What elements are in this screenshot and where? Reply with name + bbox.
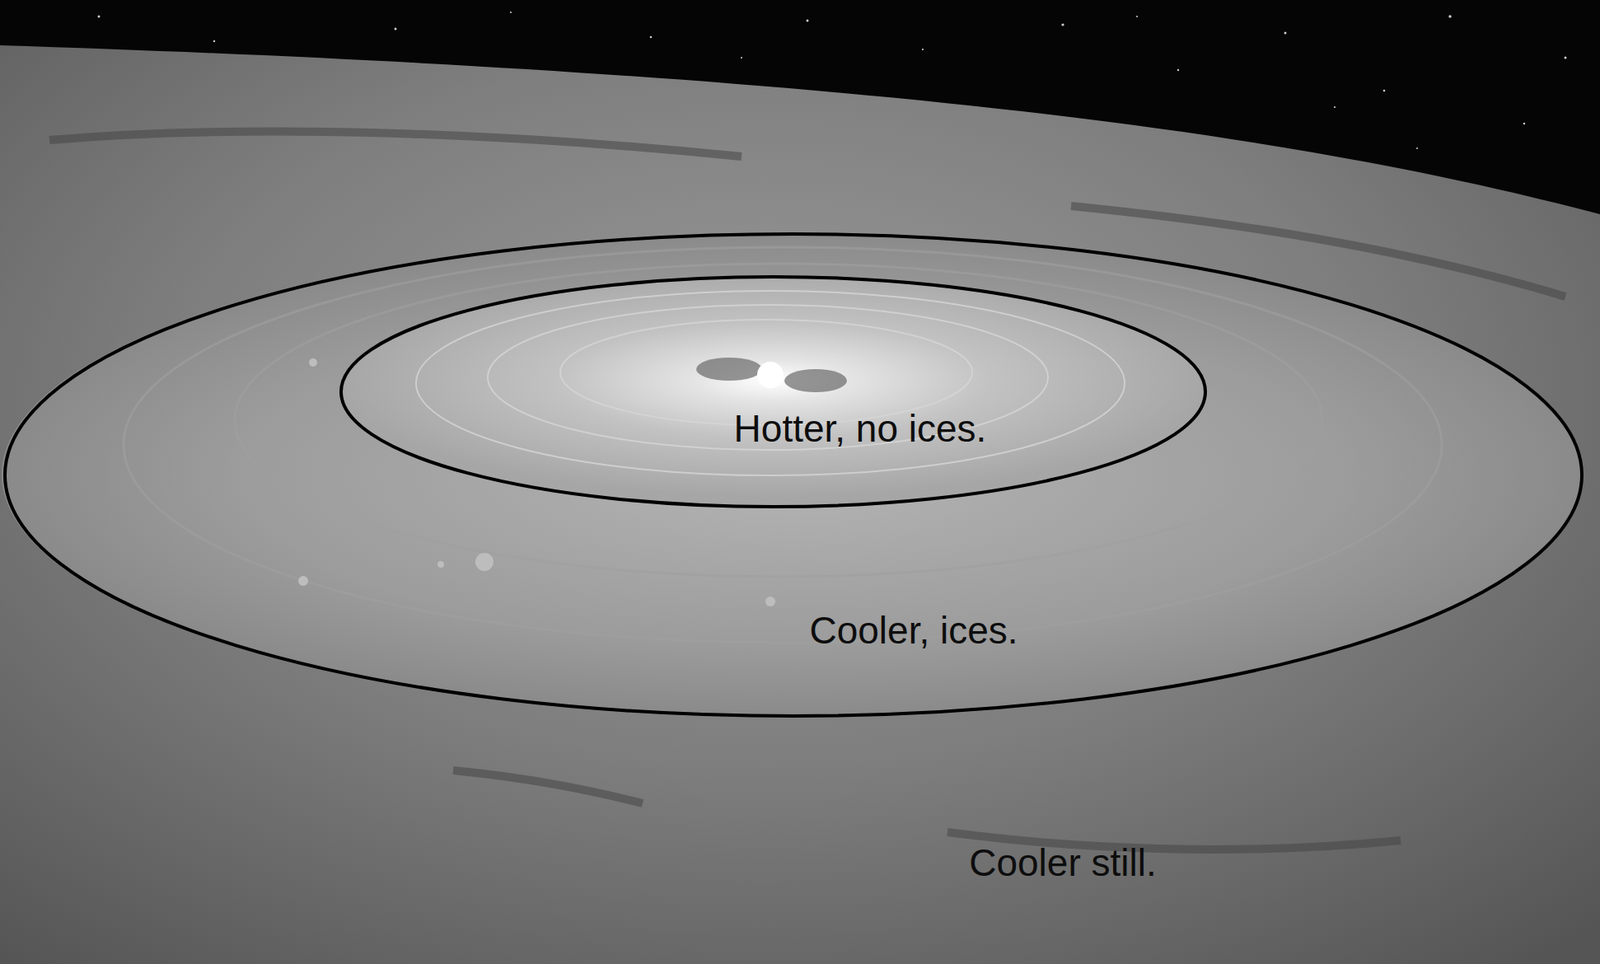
zone-label: Hotter, no ices. xyxy=(734,405,988,452)
zone-label: Cooler, ices. xyxy=(809,607,1018,654)
ice-zone-region: Cooler, ices. Hotter, no ices. xyxy=(3,232,1584,718)
hot-zone-region: Hotter, no ices. xyxy=(339,275,1208,509)
zone-boundary xyxy=(339,275,1208,509)
zone-label: Cooler still. xyxy=(968,839,1157,886)
zone-boundary xyxy=(3,232,1584,718)
